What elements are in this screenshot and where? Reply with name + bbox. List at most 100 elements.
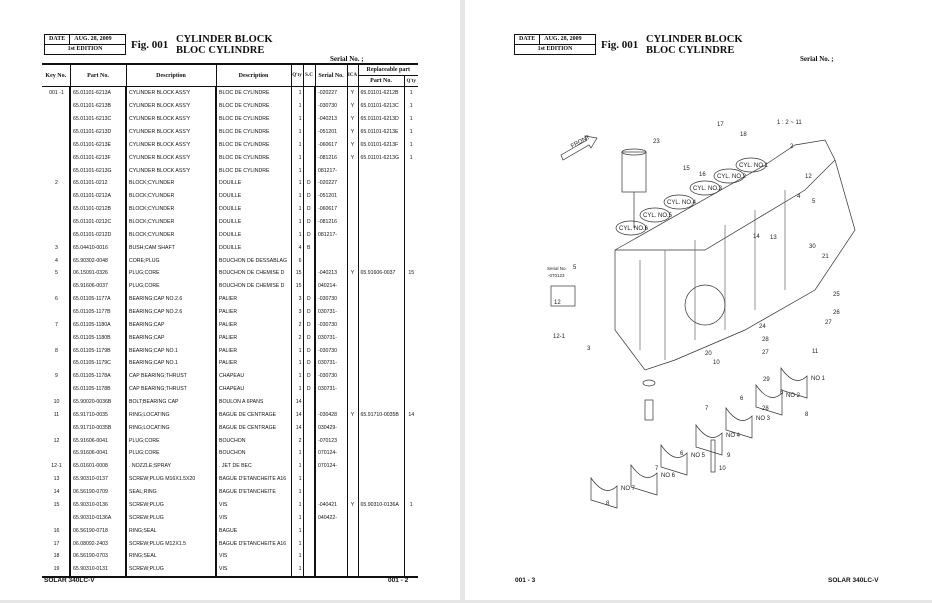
cell-repl-qty: 1	[403, 86, 418, 100]
callout-number: 27	[762, 350, 769, 356]
scale-note: 1 : 2 ~ 11	[777, 120, 802, 126]
cell-ica	[346, 524, 358, 538]
cell-qty: 1	[290, 177, 304, 190]
callout-number: 6	[780, 390, 784, 396]
cell-description: . NOZZLE;SPRAY	[125, 459, 216, 473]
bearing-cap-label: NO 3	[756, 416, 771, 422]
cell-ica	[346, 459, 358, 473]
cell-description-fr: BOULON A 6PANS	[215, 395, 291, 409]
cell-repl-qty: 1	[403, 138, 418, 152]
cell-key-no	[42, 113, 70, 126]
cell-ica	[346, 254, 358, 268]
cell-description: CYLINDER BLOCK ASS'Y	[125, 151, 216, 165]
callout-number: 13	[770, 235, 777, 241]
cell-repl-part-no: 65.01101-6212B	[357, 86, 404, 100]
cylinder-label: CYL. NO.4	[667, 200, 697, 206]
cell-sc	[302, 498, 315, 512]
cell-qty: 1	[290, 215, 304, 229]
cell-key-no	[42, 126, 70, 139]
cell-repl-part-no	[357, 305, 404, 319]
cell-sc: D	[302, 369, 315, 383]
cell-serial-no: 030731-	[314, 357, 347, 370]
cell-part-no: 65.01105-1180A	[69, 318, 126, 332]
cell-qty: 1	[290, 138, 304, 152]
callout-number: 5	[573, 265, 577, 271]
cell-repl-qty	[403, 331, 418, 345]
cell-sc: D	[302, 292, 315, 306]
callout-number: 30	[809, 244, 816, 250]
cell-description: CAP BEARING;THRUST	[125, 369, 216, 383]
cell-description-fr: VIS	[215, 549, 291, 563]
cell-part-no: 65.91710-0035B	[69, 421, 126, 435]
cell-sc	[302, 279, 315, 293]
cell-key-no	[42, 228, 70, 241]
cell-ica: Y	[346, 267, 358, 280]
cell-key-no: 19	[42, 562, 70, 578]
cell-description-fr: PALIER	[215, 331, 291, 345]
cell-part-no: 65.01101-6213A	[69, 86, 126, 100]
cell-description-fr: VIS	[215, 511, 291, 525]
cell-part-no: 65.90310-0137	[69, 472, 126, 486]
cell-repl-qty	[403, 164, 418, 178]
cell-repl-qty	[403, 292, 418, 306]
cell-qty: 1	[290, 369, 304, 383]
cell-serial-no	[314, 472, 347, 486]
cell-sc: D	[302, 202, 315, 216]
cell-description-fr: BOUCHON DE CHEMISE D	[215, 267, 291, 280]
cell-ica	[346, 485, 358, 499]
bearing-cap	[780, 366, 808, 399]
cell-ica	[346, 472, 358, 486]
header-key-no: Key No.	[42, 63, 71, 87]
cell-sc	[302, 549, 315, 563]
callout-number: 12-1	[553, 334, 566, 340]
cell-part-no: 65.01105-1179B	[69, 344, 126, 358]
cell-part-no: 65.01101-6213D	[69, 125, 126, 139]
cell-qty: 1	[290, 382, 304, 396]
cell-key-no: 11	[53, 411, 60, 418]
cell-repl-part-no: 65.90310-0136A	[357, 498, 404, 512]
cell-description: BEARING;CAP NO.1	[125, 344, 216, 358]
serial-note: Serial No.	[547, 266, 567, 271]
cell-sc	[302, 434, 315, 448]
cylinder-label: CYL. NO.2	[717, 174, 747, 180]
cell-ica	[346, 549, 358, 563]
cell-ica	[346, 357, 358, 370]
cell-ica	[346, 202, 358, 216]
cell-ica	[346, 562, 358, 578]
seal-ring	[642, 379, 656, 387]
cell-description-fr: PALIER	[215, 357, 291, 370]
callout-number: 8	[805, 412, 809, 418]
cell-part-no: 65.91606-0037	[69, 279, 126, 293]
cell-ica: Y	[346, 86, 358, 100]
cell-description: PLUG;CORE	[125, 447, 216, 460]
callout-number: 27	[825, 320, 832, 326]
cell-repl-part-no: 65.01101-6213G	[357, 151, 404, 165]
callout-number: 28	[762, 337, 769, 343]
cell-description: RING;LOCATING	[125, 408, 216, 422]
cell-serial-no	[314, 549, 347, 563]
bearing-cap-label: NO 6	[661, 473, 676, 479]
header-sc: S.C	[302, 63, 316, 87]
header-ica: ICA	[346, 63, 359, 87]
footer-page: 001 - 2	[388, 577, 409, 584]
cell-key-no	[42, 357, 70, 370]
cell-serial-no: -051201	[314, 125, 347, 139]
cell-key-no	[42, 511, 70, 524]
cell-repl-qty	[403, 241, 418, 255]
